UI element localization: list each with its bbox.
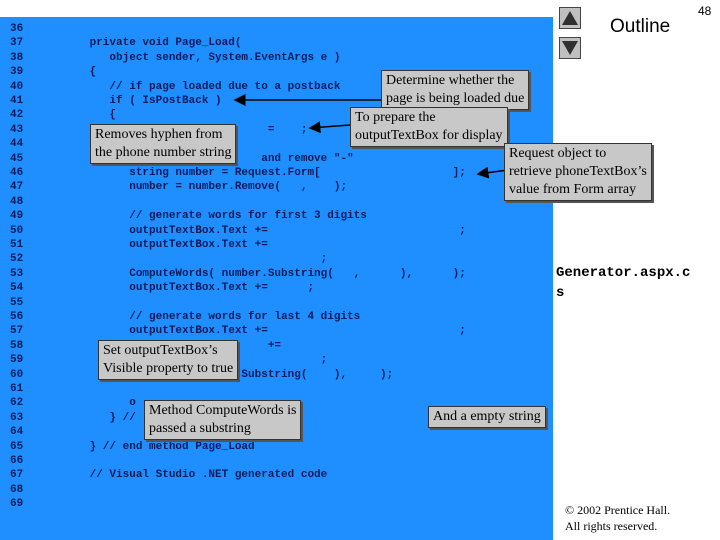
code-line: // generate words for last 4 digits — [50, 311, 361, 323]
line-number: 57 — [10, 325, 24, 338]
callout-prepare-output: To prepare the outputTextBox for display — [350, 107, 508, 147]
line-number: 37 — [10, 37, 24, 50]
code-line: += — [267, 339, 282, 352]
code-line: private void Page_Load( — [50, 37, 242, 50]
line-number: 62 — [10, 397, 24, 410]
file-name: Generator.aspx.c s — [556, 265, 691, 301]
line-number: 52 — [10, 253, 24, 266]
line-number: 65 — [10, 440, 24, 453]
triangle-down-icon — [562, 41, 578, 55]
callout-compute-words: Method ComputeWords is passed a substrin… — [144, 400, 302, 440]
code-line: outputTextBox.Text += ; — [50, 282, 315, 295]
code-line: // if page loaded due to a postback — [50, 80, 341, 93]
callout-remove-hyphen: Removes hyphen from the phone number str… — [90, 124, 237, 164]
line-number: 38 — [10, 51, 24, 64]
line-number: 54 — [10, 282, 24, 295]
line-number: 51 — [10, 239, 24, 251]
line-number: 42 — [10, 109, 24, 122]
code-line: } // — [50, 411, 136, 424]
code-line: o — [50, 397, 136, 410]
line-number: 40 — [10, 80, 24, 93]
line-number: 53 — [10, 267, 24, 280]
code-line: outputTextBox.Text += ; — [50, 224, 466, 237]
callout-request-object: Request object to retrieve phoneTextBox’… — [504, 143, 652, 201]
line-number: 36 — [10, 23, 24, 35]
code-line: and remove "-" — [261, 152, 354, 165]
line-number: 47 — [10, 181, 24, 194]
code-line: } // end method Page_Load — [50, 440, 255, 453]
code-line: number = number.Remove( , ); — [50, 181, 348, 194]
line-number: 68 — [10, 483, 24, 496]
copyright-notice: © 2002 Prentice Hall. All rights reserve… — [565, 503, 671, 533]
line-number: 39 — [10, 66, 24, 79]
callout-determine-postback: Determine whether the page is being load… — [381, 70, 530, 110]
line-number: 41 — [10, 95, 24, 107]
line-number: 45 — [10, 152, 24, 165]
line-number: 49 — [10, 210, 24, 223]
previous-slide-button[interactable] — [559, 7, 581, 29]
line-number: 55 — [10, 296, 24, 309]
line-number: 46 — [10, 167, 24, 179]
code-line: object sender, System.EventArgs e ) — [50, 51, 341, 64]
code-line: { — [50, 109, 117, 122]
page-number: 48 — [698, 4, 712, 18]
callout-empty-string: And a empty string — [428, 406, 546, 428]
line-number: 58 — [10, 339, 24, 352]
line-number: 60 — [10, 368, 24, 381]
code-line: outputTextBox.Text += ; — [50, 325, 466, 338]
code-line: = ; — [267, 123, 308, 136]
line-number: 59 — [10, 354, 24, 367]
line-number: 43 — [10, 123, 24, 136]
line-number: 56 — [10, 311, 24, 323]
line-number: 50 — [10, 224, 24, 237]
code-line: string number = Request.Form[ ]; — [50, 167, 466, 179]
code-line: outputTextBox.Text += — [50, 239, 268, 251]
code-line: if ( IsPostBack ) — [50, 95, 222, 107]
code-line: r.Substring( ), ); — [228, 368, 394, 381]
next-slide-button[interactable] — [559, 37, 581, 59]
line-number: 69 — [10, 498, 24, 511]
line-number: 44 — [10, 138, 24, 151]
code-line: { — [50, 66, 97, 79]
line-number: 64 — [10, 426, 24, 439]
line-number: 67 — [10, 469, 24, 482]
code-line: ; — [50, 253, 328, 266]
code-line: // Visual Studio .NET generated code — [50, 469, 328, 482]
line-number: 48 — [10, 195, 24, 208]
triangle-up-icon — [562, 11, 578, 25]
code-line: ; — [320, 354, 328, 367]
line-number: 63 — [10, 411, 24, 424]
line-number: 61 — [10, 383, 24, 395]
outline-title[interactable]: Outline — [610, 16, 671, 37]
line-number: 66 — [10, 455, 24, 467]
code-line: // generate words for first 3 digits — [50, 210, 367, 223]
callout-set-visible: Set outputTextBox’s Visible property to … — [98, 340, 239, 380]
code-line: ComputeWords( number.Substring( , ), ); — [50, 267, 466, 280]
